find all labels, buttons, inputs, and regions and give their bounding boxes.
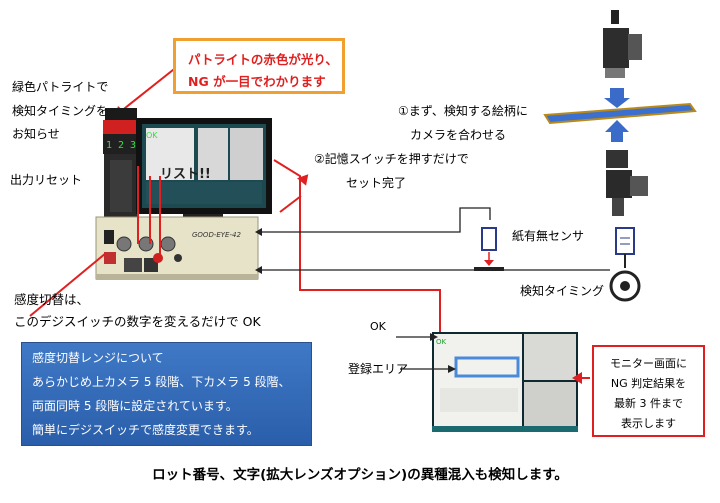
step1-line1: ①まず、検知する絵柄に	[398, 104, 528, 118]
camera-bottom	[606, 150, 648, 216]
monitor: リスト!! OK	[136, 118, 272, 220]
output-reset-label: 出力リセット	[10, 173, 83, 187]
ng-callout-line1: パトライトの赤色が光り、	[188, 52, 338, 67]
footer-caption: ロット番号、文字(拡大レンズオプション)の異種混入も検知します。	[152, 467, 568, 483]
green-light-line3: お知らせ	[12, 127, 60, 141]
sensitivity-line1: 感度切替は、	[14, 292, 90, 307]
print-strip	[543, 102, 697, 125]
ng-callout: パトライトの赤色が光り、 NG が一目でわかります	[173, 38, 345, 94]
monitor-note-line1: モニター画面に	[610, 357, 687, 370]
signal-lines	[262, 207, 610, 271]
camera-top	[603, 10, 642, 78]
green-light-line1: 緑色パトライトで	[12, 80, 109, 94]
green-light-line2: 検知タイミングを	[12, 104, 109, 118]
patlite-tower: 1 2 3	[103, 108, 139, 218]
monitor-note-box: モニター画面に NG 判定結果を 最新 3 件まで 表示します	[592, 345, 705, 437]
device-label: GOOD-EYE-42	[192, 231, 241, 239]
screen-text: リスト!!	[160, 167, 211, 182]
register-area-label: 登録エリア	[348, 362, 409, 376]
sensor-label: 紙有無センサ	[512, 229, 585, 243]
step1-line2: カメラを合わせる	[410, 128, 507, 142]
info-line4: 簡単にデジスイッチで感度変更できます。	[32, 423, 259, 437]
info-line2: あらかじめ上カメラ 5 段階、下カメラ 5 段階、	[32, 375, 291, 389]
ng-callout-line2: NG が一目でわかります	[188, 74, 326, 89]
info-line3: 両面同時 5 段階に設定されています。	[32, 399, 238, 413]
step2-line1: ②記憶スイッチを押すだけで	[314, 152, 469, 166]
sensitivity-info-box: 感度切替レンジについて あらかじめ上カメラ 5 段階、下カメラ 5 段階、 両面…	[21, 342, 312, 446]
monitor-note-line3: 最新 3 件まで	[614, 397, 683, 410]
svg-text:OK: OK	[146, 131, 158, 140]
info-line1: 感度切替レンジについて	[32, 351, 164, 365]
red-connectors	[29, 159, 441, 336]
timing-sensor	[609, 227, 641, 302]
svg-text:OK: OK	[436, 338, 447, 346]
svg-text:1 2 3: 1 2 3	[106, 140, 136, 151]
ok-label: OK	[370, 320, 386, 333]
control-unit	[95, 216, 259, 280]
timing-label: 検知タイミング	[520, 284, 605, 298]
monitor-note-line4: 表示します	[621, 417, 676, 430]
monitor-note-line2: NG 判定結果を	[610, 377, 687, 390]
screen-capture: OK	[432, 332, 578, 432]
sensitivity-line2: このデジスイッチの数字を変えるだけで OK	[14, 314, 261, 329]
step2-line2: セット完了	[346, 176, 407, 190]
paper-sensor	[474, 227, 504, 271]
